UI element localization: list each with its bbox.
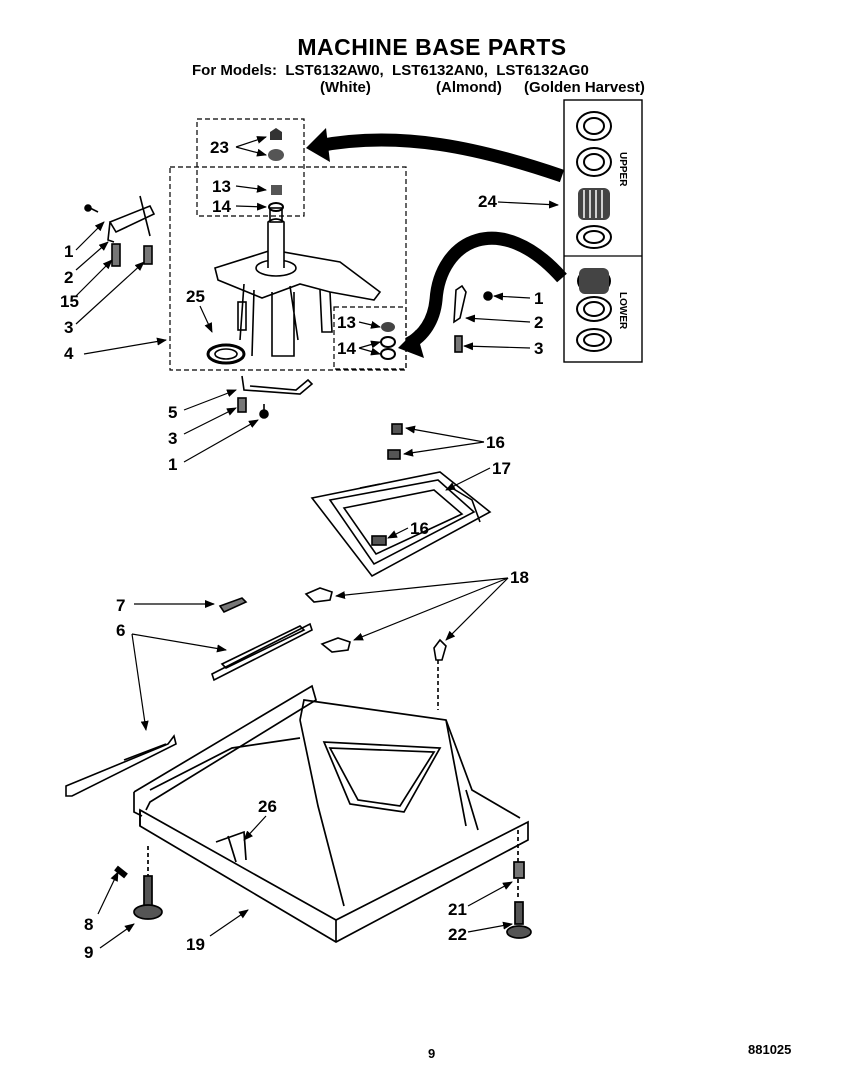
lower-label: LOWER [617,292,628,330]
callout-19: 19 [186,935,205,954]
page-number: 9 [428,1046,436,1061]
callout-3-left: 3 [64,318,73,337]
callout-1-lower: 1 [168,455,177,474]
callout-6: 6 [116,621,125,640]
callout-5: 5 [168,403,177,422]
callout-1-left: 1 [64,242,73,261]
models-line: For Models: LST6132AW0, LST6132AN0, LST6… [192,62,589,79]
callout-15: 15 [60,292,79,311]
callout-17: 17 [492,459,511,478]
color-white: (White) [320,79,371,96]
document-code: 881025 [748,1042,792,1057]
callout-22: 22 [448,925,467,944]
callout-labels: 23 13 14 24 1 2 15 3 25 4 13 14 1 2 3 5 … [60,138,543,962]
callout-2-left: 2 [64,268,73,287]
callout-16-top: 16 [486,433,505,452]
callout-21: 21 [448,900,467,919]
page-title: MACHINE BASE PARTS [297,34,567,60]
callout-7: 7 [116,596,125,615]
callout-3-right: 3 [534,339,543,358]
upper-label: UPPER [617,152,628,187]
callout-13-top: 13 [212,177,231,196]
callout-25: 25 [186,287,205,306]
leader-lines [75,136,559,949]
seal-kit-panel [563,99,643,363]
base-frame [114,684,532,943]
kit-arrows [306,128,567,358]
callout-24: 24 [478,192,497,211]
callout-4: 4 [64,344,74,363]
top-frame [310,423,492,578]
callout-14-top: 14 [212,197,231,216]
callout-2-right: 2 [534,313,543,332]
callout-18: 18 [510,568,529,587]
brackets-and-springs [84,195,493,419]
color-almond: (Almond) [436,79,502,96]
dashed-groupings [169,118,407,371]
upper-small-parts [268,128,396,360]
callout-9: 9 [84,943,93,962]
callout-23: 23 [210,138,229,157]
callout-26: 26 [258,797,277,816]
callout-3-lower: 3 [168,429,177,448]
transmission-assembly [206,207,382,365]
callout-8: 8 [84,915,93,934]
color-golden-harvest: (Golden Harvest) [524,79,645,96]
callout-14-inner: 14 [337,339,356,358]
callout-16-lower: 16 [410,519,429,538]
callout-1-right: 1 [534,289,543,308]
callout-13-inner: 13 [337,313,356,332]
bars-and-clips [65,587,447,797]
